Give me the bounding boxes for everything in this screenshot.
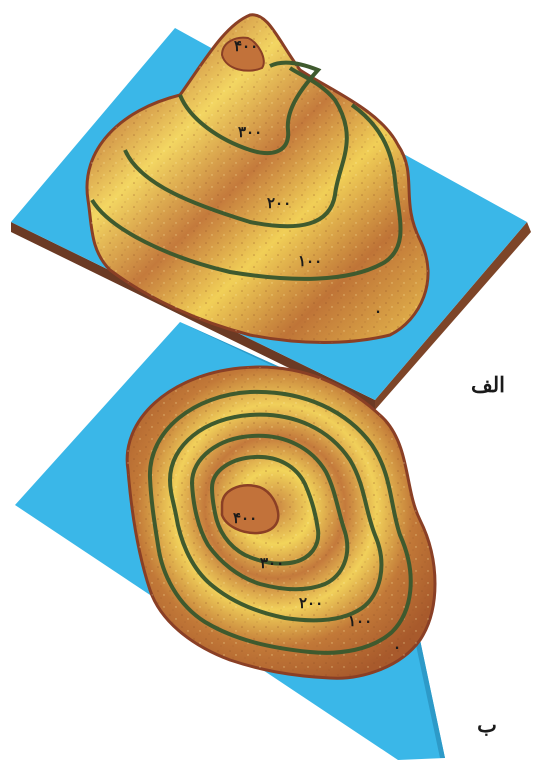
panel-b-title: ب [477,712,497,737]
panel-b-label-300: ۳۰۰ [260,554,284,572]
panel-b-label-200: ۲۰۰ [299,594,323,612]
panel-b-label-400: ۴۰۰ [233,509,257,527]
panel-a-label-0: ۰ [374,302,382,320]
panel-a-label-400: ۴۰۰ [234,37,258,55]
panel-b-label-0: ۰ [393,638,401,656]
panel-b: ۴۰۰ ۳۰۰ ۲۰۰ ۱۰۰ ۰ ب [15,322,497,760]
panel-a-label-300: ۳۰۰ [238,123,262,141]
panel-a-title: الف [471,372,505,397]
panel-a-label-100: ۱۰۰ [298,252,322,270]
panel-a: ۴۰۰ ۳۰۰ ۲۰۰ ۱۰۰ ۰ الف [11,15,531,410]
panel-b-label-100: ۱۰۰ [348,612,372,630]
panel-a-label-200: ۲۰۰ [267,194,291,212]
